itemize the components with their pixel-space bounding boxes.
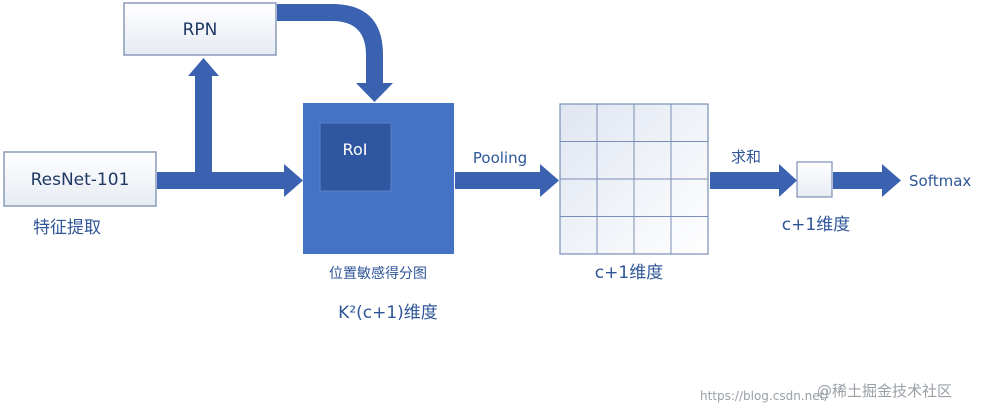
rpn-node: RPN	[123, 2, 277, 56]
watermark-url: https://blog.csdn.net/	[700, 389, 829, 403]
score-map-caption: 位置敏感得分图	[329, 265, 427, 282]
score-map-node: RoI	[303, 103, 454, 254]
sum-label: 求和	[731, 148, 761, 166]
vector-caption: c+1维度	[782, 215, 850, 235]
arrow-resnet-to-scoremap	[157, 164, 303, 197]
arrow-branch-to-rpn	[188, 58, 219, 180]
roi-label: RoI	[343, 140, 368, 159]
rpn-label: RPN	[183, 20, 218, 40]
vector-node	[796, 161, 833, 198]
watermark-site: @稀土掘金技术社区	[817, 382, 952, 400]
grid-cell	[670, 216, 709, 255]
resnet-node: ResNet-101	[3, 151, 157, 207]
arrow-sum	[710, 164, 797, 197]
pooled-grid-node	[559, 103, 709, 255]
arrow-pooling	[455, 164, 559, 197]
pooled-grid-caption: c+1维度	[595, 263, 663, 283]
arrow-rpn-to-scoremap	[277, 4, 393, 102]
softmax-label: Softmax	[909, 172, 971, 190]
arrow-to-softmax	[833, 164, 901, 197]
resnet-caption: 特征提取	[33, 218, 101, 238]
resnet-label: ResNet-101	[31, 170, 130, 190]
score-map-dimension: K²(c+1)维度	[338, 303, 438, 323]
pooling-label: Pooling	[473, 149, 527, 167]
roi-region	[319, 122, 392, 192]
